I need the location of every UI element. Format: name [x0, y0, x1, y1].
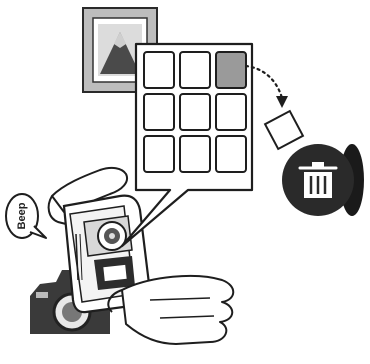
thumbnail-cell [180, 94, 210, 130]
thumbnail-cell [216, 94, 246, 130]
thumbnail-cell [144, 136, 174, 172]
thumbnail-cell [144, 52, 174, 88]
thumbnail-cell [216, 136, 246, 172]
moving-thumbnail [265, 111, 303, 149]
beep-label: Beep [16, 202, 28, 229]
beep-speech-bubble: Beep [6, 194, 46, 238]
thumbnail-cell [144, 94, 174, 130]
trash-can-icon [282, 144, 364, 216]
thumbnail-cell [180, 52, 210, 88]
thumbnail-cell-selected [216, 52, 246, 88]
thumbnail-cell [180, 136, 210, 172]
thumbnail-grid [144, 52, 246, 172]
